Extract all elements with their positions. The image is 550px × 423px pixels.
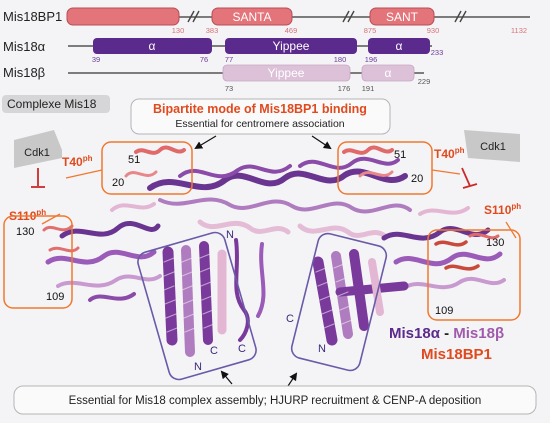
right-res-20: 20 xyxy=(411,173,423,185)
term-c-right: C xyxy=(286,313,294,325)
mis18b-yippee-domain xyxy=(222,64,351,82)
sant-label: SANT xyxy=(386,10,419,24)
term-n-mid: N xyxy=(226,229,234,241)
left-res-130: 130 xyxy=(16,226,34,238)
a-num-233: 233 xyxy=(431,48,444,57)
mis18bp1-domain-row: Mis18BP1 SANTA SANT 130 383 469 875 930 … xyxy=(3,7,530,35)
mis18a-alpha1-domain xyxy=(93,38,212,54)
mis18b-domain-row: Mis18β Yippee α 73 176 191 229 xyxy=(3,64,431,93)
term-c-left2: C xyxy=(238,343,246,355)
mis18bp1-nterm-domain xyxy=(66,7,180,26)
bottom-arrow-left xyxy=(220,370,233,385)
right-helix-box xyxy=(290,232,388,372)
bp1-num-383: 383 xyxy=(206,26,219,35)
right-res-130: 130 xyxy=(486,237,504,249)
protein-structure xyxy=(42,145,506,357)
binding-banner xyxy=(130,98,391,135)
right-res-109: 109 xyxy=(435,305,453,317)
left-helix-box xyxy=(137,231,257,381)
bp1-num-930: 930 xyxy=(427,26,440,35)
left-res-51: 51 xyxy=(128,154,140,166)
mis18a-domain-row: Mis18α α Yippee α 39 76 77 180 196 233 xyxy=(3,38,443,64)
bp1-num-1132: 1132 xyxy=(511,26,527,35)
mis18b-row-label: Mis18β xyxy=(3,65,45,80)
sant-domain xyxy=(369,7,435,26)
b-num-176: 176 xyxy=(338,84,351,93)
term-n-right: N xyxy=(318,343,326,355)
mis18b-yippee-label: Yippee xyxy=(268,66,305,80)
a-num-39: 39 xyxy=(92,55,100,64)
binding-arrow-right xyxy=(311,135,332,150)
mis18a-alpha2-domain xyxy=(368,38,430,54)
right-cdk1-group: Cdk1 xyxy=(461,130,520,189)
axis-break-marks xyxy=(187,10,467,23)
right-s110-label: S110ph xyxy=(484,202,521,217)
left-109-130-box xyxy=(3,215,73,309)
mis18a-yippee-label: Yippee xyxy=(273,39,310,53)
b-num-229: 229 xyxy=(418,77,431,86)
mis18a-alpha1-label: α xyxy=(149,39,156,53)
santa-label: SANTA xyxy=(232,10,271,24)
binding-subtitle: Essential for centromere association xyxy=(175,118,344,130)
bottom-note: Essential for Mis18 complex assembly; HJ… xyxy=(69,395,482,407)
mis18bp1-row-label: Mis18BP1 xyxy=(3,9,62,24)
right-109-130-box xyxy=(427,229,521,321)
legend-mis18bp1: Mis18BP1 xyxy=(421,346,492,363)
left-res-109: 109 xyxy=(46,291,64,303)
right-20-51-box xyxy=(337,141,433,195)
a-num-77: 77 xyxy=(225,55,233,64)
left-cdk1-shape xyxy=(14,130,62,168)
bp1-num-130: 130 xyxy=(172,26,185,35)
bottom-banner xyxy=(13,385,537,415)
mis18a-alpha2-label: α xyxy=(396,39,403,53)
right-t40-label: T40ph xyxy=(434,146,465,161)
left-res-20: 20 xyxy=(112,177,124,189)
right-res-51: 51 xyxy=(394,149,406,161)
left-20-51-box xyxy=(101,141,193,195)
left-t40-label: T40ph xyxy=(62,154,93,169)
mis18a-row-label: Mis18α xyxy=(3,39,46,54)
mis18b-alpha-domain xyxy=(361,64,415,82)
santa-domain xyxy=(211,7,293,26)
right-cdk1-label: Cdk1 xyxy=(480,141,506,153)
left-cdk1-label: Cdk1 xyxy=(24,147,50,159)
binding-title: Bipartite mode of Mis18BP1 binding xyxy=(153,102,367,116)
bp1-num-469: 469 xyxy=(285,26,298,35)
legend-line1: Mis18α - Mis18β xyxy=(389,325,504,342)
term-c-left: C xyxy=(210,345,218,357)
b-num-73: 73 xyxy=(225,84,233,93)
term-n-left: N xyxy=(194,361,202,373)
a-num-180: 180 xyxy=(334,55,347,64)
a-num-76: 76 xyxy=(200,55,208,64)
b-num-191: 191 xyxy=(362,84,375,93)
mis18a-yippee-domain xyxy=(225,38,357,54)
a-num-196: 196 xyxy=(365,55,378,64)
mis18b-alpha-label: α xyxy=(385,66,392,80)
right-cdk1-shape xyxy=(464,130,520,162)
binding-arrow-left xyxy=(194,135,217,150)
left-cdk1-group: Cdk1 xyxy=(14,130,62,188)
complex-label-box xyxy=(2,95,110,113)
complex-label: Complexe Mis18 xyxy=(7,97,97,111)
bp1-num-875: 875 xyxy=(364,26,377,35)
bottom-arrow-right xyxy=(287,372,298,387)
